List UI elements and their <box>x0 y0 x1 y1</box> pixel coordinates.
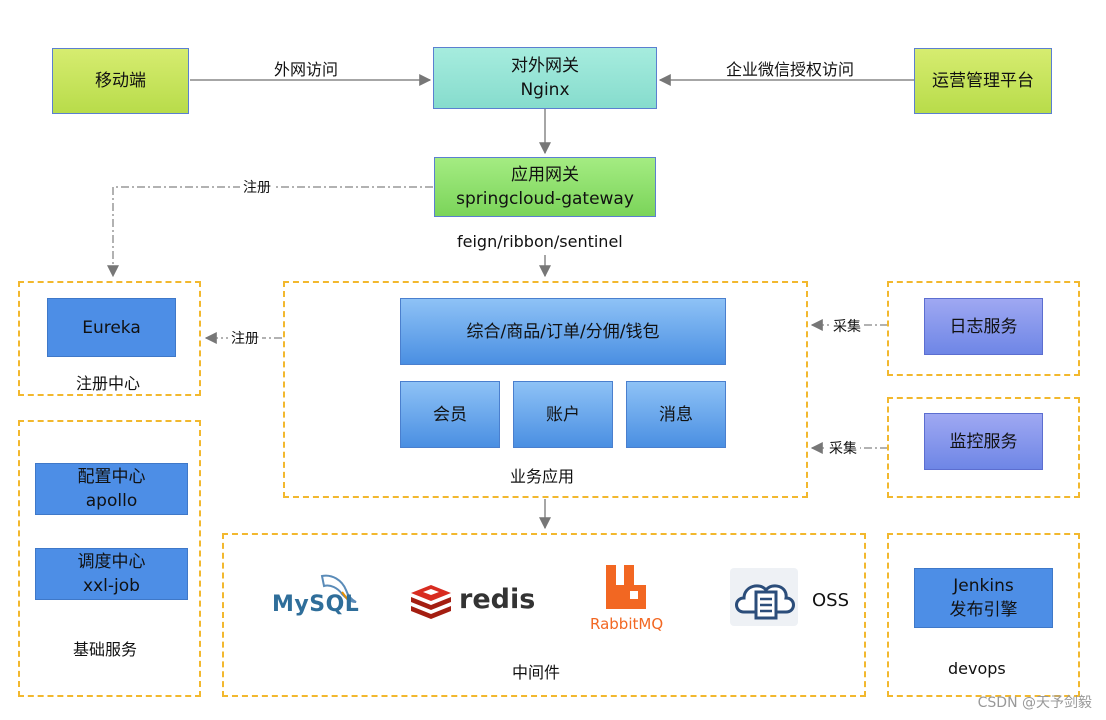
redis-logo: redis <box>409 583 535 623</box>
node-message: 消息 <box>626 381 726 448</box>
node-external-gateway-line1: 对外网关 <box>511 56 579 76</box>
edge-label-register-top: 注册 <box>240 177 274 197</box>
edge-label-collect-log: 采集 <box>830 316 864 336</box>
node-jenkins-line1: Jenkins <box>953 576 1014 596</box>
node-mobile-label: 移动端 <box>95 71 146 91</box>
group-business <box>283 281 808 498</box>
group-base-services <box>18 420 201 697</box>
node-eureka-label: Eureka <box>82 317 141 338</box>
node-app-gateway-line2: springcloud-gateway <box>456 189 634 209</box>
group-monitor <box>887 397 1080 498</box>
node-app-gateway: 应用网关 springcloud-gateway <box>434 157 656 217</box>
rabbitmq-logo-text: RabbitMQ <box>590 615 664 633</box>
edge-label-extranet: 外网访问 <box>274 60 339 79</box>
group-business-label: 业务应用 <box>510 467 575 486</box>
group-devops-label: devops <box>948 659 1006 678</box>
group-devops <box>887 533 1080 697</box>
group-registry-label: 注册中心 <box>76 374 141 393</box>
edge-label-feign: feign/ribbon/sentinel <box>457 232 623 251</box>
group-registry <box>18 281 201 396</box>
watermark: CSDN @天予剑毅 <box>977 695 1092 711</box>
node-mobile: 移动端 <box>52 48 189 114</box>
redis-logo-text: redis <box>459 584 536 615</box>
edge-gateway-register <box>107 186 433 278</box>
group-middleware <box>222 533 866 697</box>
node-message-label: 消息 <box>659 404 693 425</box>
rabbitmq-logo: RabbitMQ <box>588 561 678 636</box>
oss-logo: OSS <box>730 568 860 628</box>
oss-logo-text: OSS <box>812 590 850 611</box>
node-member: 会员 <box>400 381 500 448</box>
group-middleware-label: 中间件 <box>512 663 561 682</box>
node-config-center-line2: apollo <box>85 491 138 511</box>
group-base-services-label: 基础服务 <box>73 640 138 659</box>
mysql-logo: MySQL <box>270 570 360 620</box>
redis-cube-icon <box>411 585 451 619</box>
node-schedule-center-line1: 调度中心 <box>77 552 146 572</box>
node-monitor-service-label: 监控服务 <box>949 431 1018 452</box>
node-external-gateway-line2: Nginx <box>520 80 570 100</box>
node-app-gateway-line1: 应用网关 <box>511 165 579 185</box>
node-eureka: Eureka <box>47 298 176 357</box>
node-jenkins-line2: 发布引擎 <box>949 600 1018 620</box>
mysql-dolphin-icon <box>320 574 357 603</box>
edge-label-register-mid: 注册 <box>228 328 262 348</box>
node-account: 账户 <box>513 381 613 448</box>
node-account-label: 账户 <box>546 404 580 425</box>
node-log-service: 日志服务 <box>924 298 1043 355</box>
node-business-main-label: 综合/商品/订单/分佣/钱包 <box>466 321 660 342</box>
node-schedule-center: 调度中心 xxl-job <box>35 548 188 600</box>
node-config-center: 配置中心 apollo <box>35 463 188 515</box>
node-external-gateway: 对外网关 Nginx <box>433 47 657 109</box>
edge-label-collect-monitor: 采集 <box>826 438 860 458</box>
node-log-service-label: 日志服务 <box>949 316 1018 337</box>
node-member-label: 会员 <box>433 404 467 425</box>
node-schedule-center-line2: xxl-job <box>83 576 140 596</box>
node-monitor-service: 监控服务 <box>924 413 1043 470</box>
mysql-logo-text: MySQL <box>272 592 360 617</box>
node-ops-platform: 运营管理平台 <box>914 48 1052 114</box>
edge-label-wechat-auth: 企业微信授权访问 <box>726 60 855 79</box>
node-jenkins: Jenkins 发布引擎 <box>914 568 1053 628</box>
cloud-document-icon <box>730 568 798 626</box>
node-ops-platform-label: 运营管理平台 <box>932 71 1034 91</box>
rabbitmq-icon <box>606 565 646 609</box>
node-config-center-line1: 配置中心 <box>77 467 146 487</box>
group-log <box>887 281 1080 376</box>
node-business-main: 综合/商品/订单/分佣/钱包 <box>400 298 726 365</box>
